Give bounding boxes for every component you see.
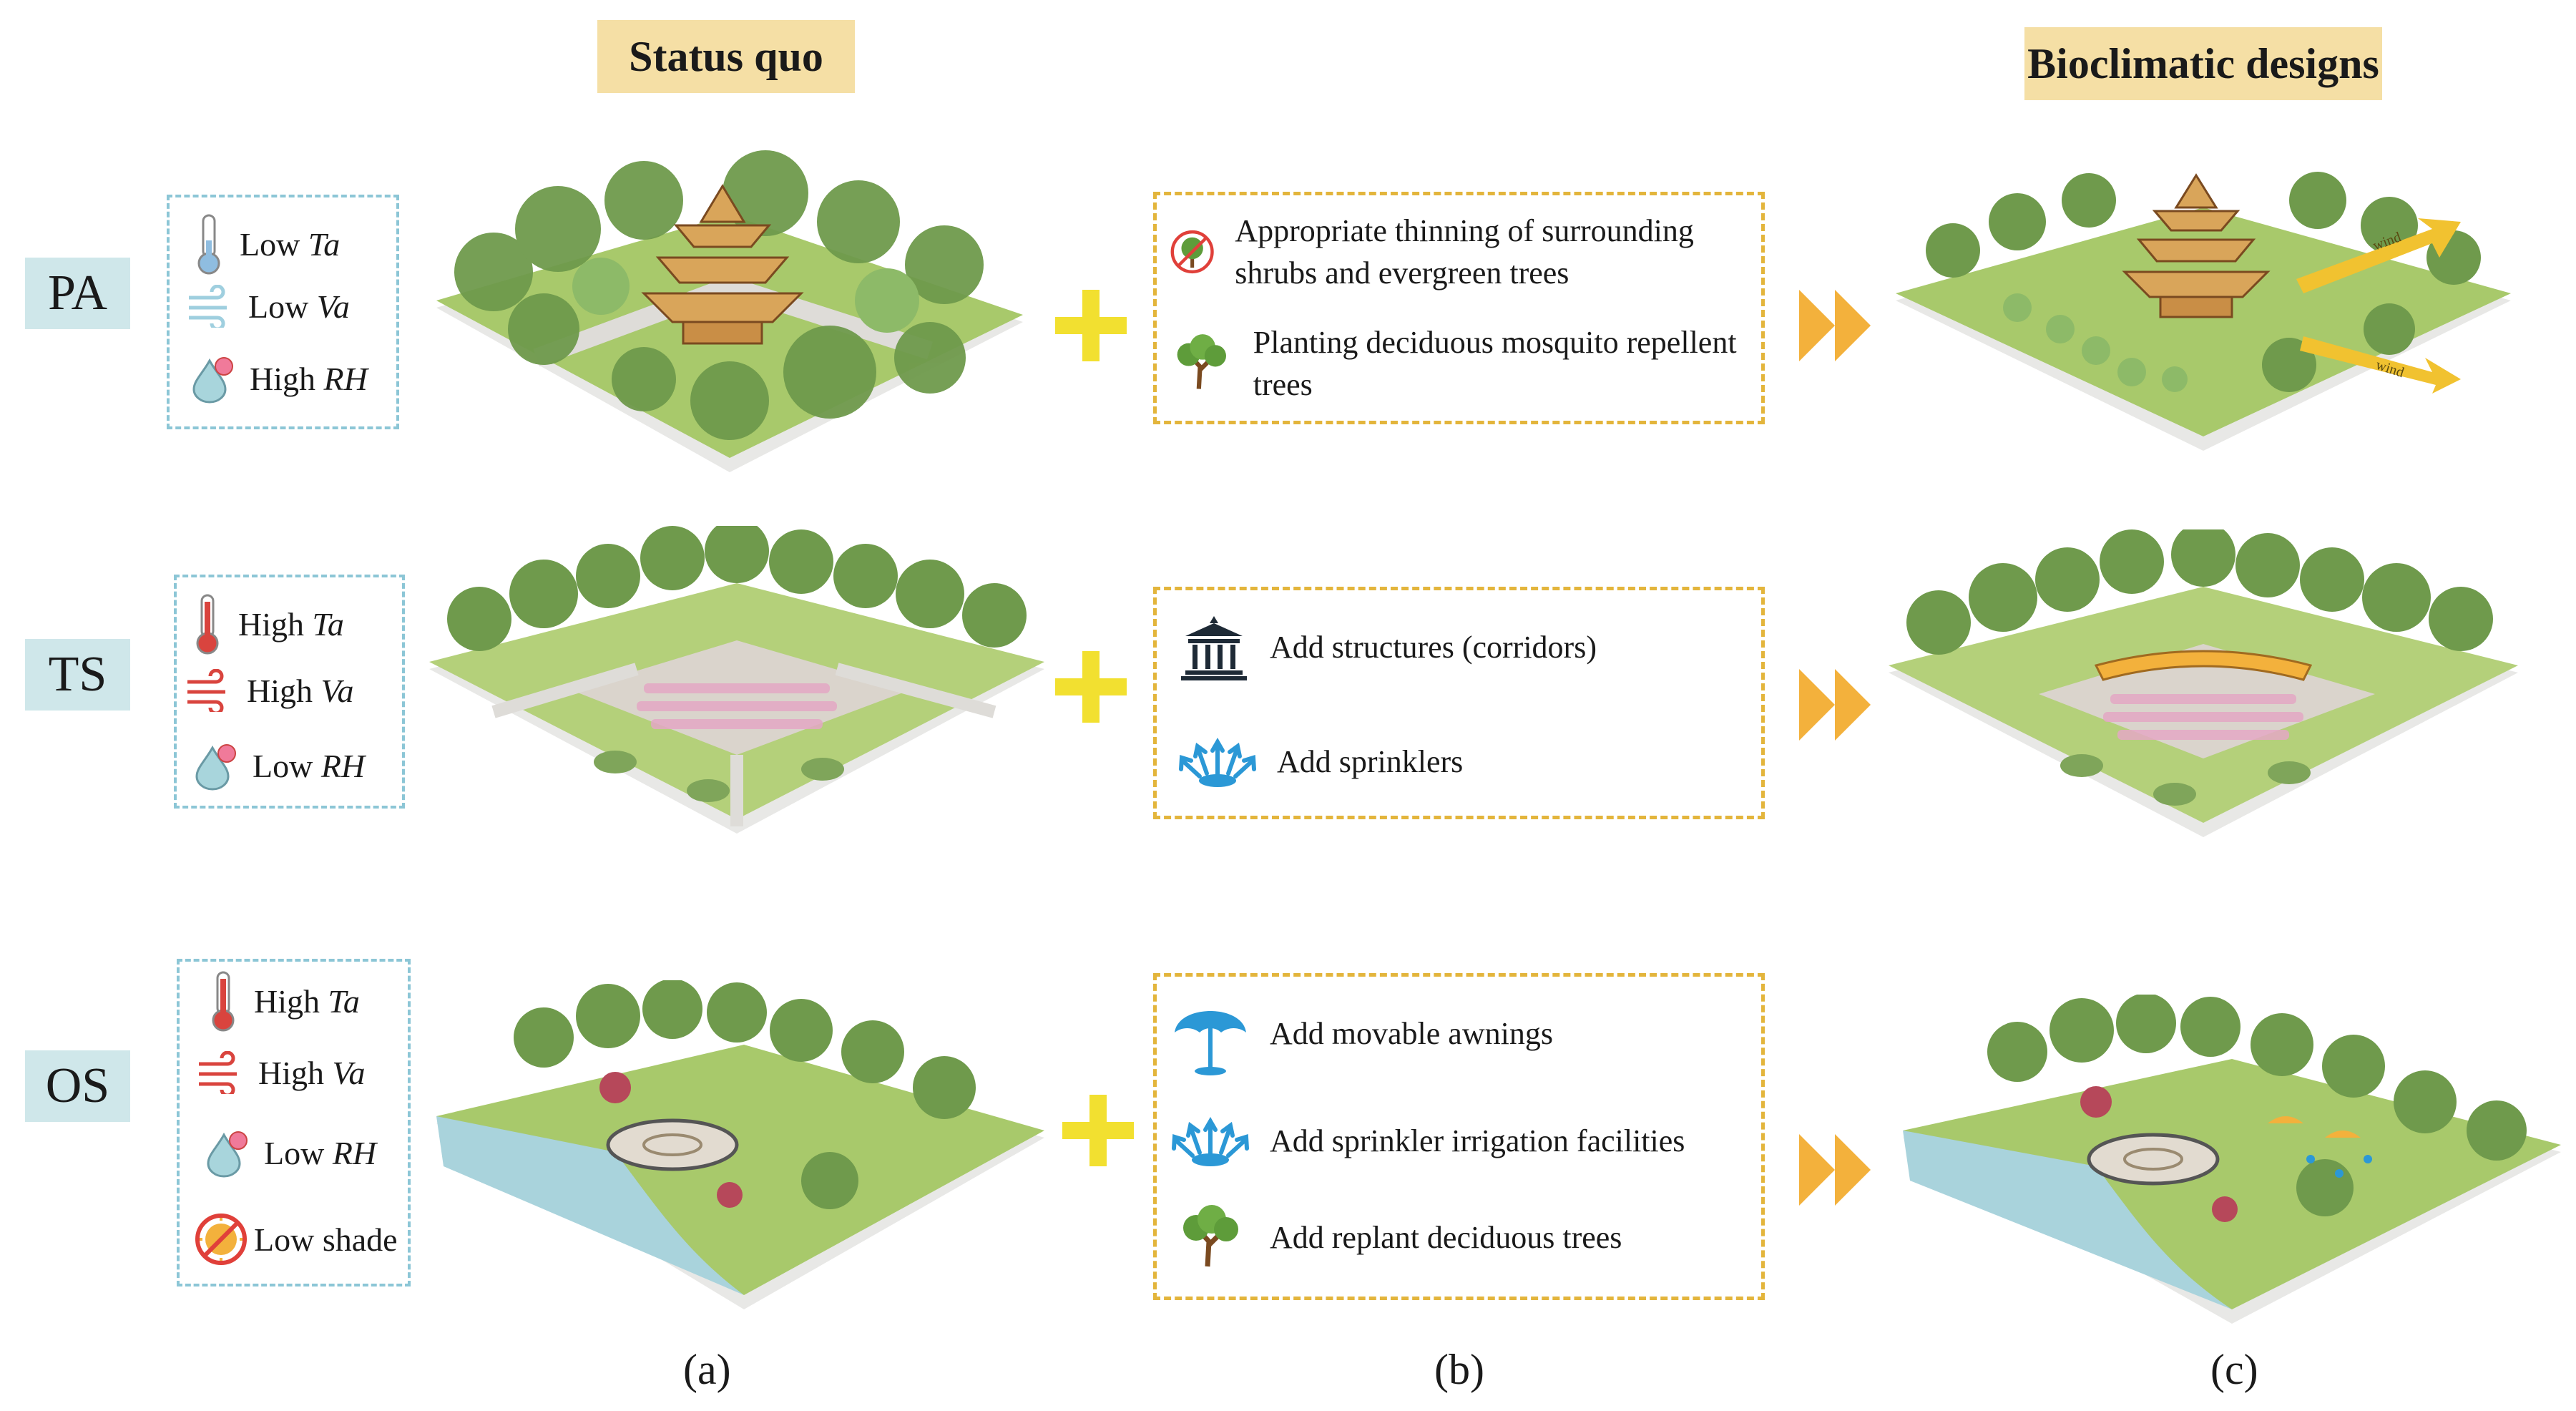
conditions-box-pa: Low Ta Low Va High RH xyxy=(167,195,399,429)
condition-high-ta: High Ta xyxy=(190,592,344,656)
pavilion-icon xyxy=(1181,616,1247,680)
measure-item: Add movable awnings xyxy=(1171,991,1743,1077)
condition-var: Va xyxy=(332,1054,366,1091)
thermometer-high-icon xyxy=(212,971,235,1032)
measure-text: Add movable awnings xyxy=(1270,1016,1553,1052)
condition-low-shade: Low shade xyxy=(194,1212,398,1266)
plus-icon xyxy=(1055,290,1127,361)
measure-item: Add structures (corridors) xyxy=(1178,612,1750,683)
condition-high-va: High Va xyxy=(195,1051,366,1094)
caption-c: (c) xyxy=(2210,1346,2258,1393)
row-tag-pa: PA xyxy=(25,258,130,329)
double-arrow-icon xyxy=(1799,290,1871,361)
measure-text: Add structures (corridors) xyxy=(1270,630,1597,665)
thermometer-high-icon xyxy=(196,594,219,655)
measures-box-ts: Add structures (corridors) Add sprinkler… xyxy=(1153,587,1765,819)
measure-item: Add sprinklers xyxy=(1178,733,1750,791)
wind-high-icon xyxy=(199,1051,237,1094)
measure-item: Appropriate thinning of surrounding shru… xyxy=(1170,210,1742,295)
conditions-box-ts: High Ta High Va Low RH xyxy=(174,575,405,809)
conditions-box-os: High Ta High Va Low RH Low shade xyxy=(177,959,411,1286)
condition-prefix: High xyxy=(254,982,320,1020)
caption-a: (a) xyxy=(683,1346,731,1393)
measure-item: Add sprinkler irrigation facilities xyxy=(1171,1113,1743,1170)
condition-high-rh: High RH xyxy=(190,353,368,404)
double-arrow-icon xyxy=(1799,669,1871,741)
wind-label: wind xyxy=(2374,357,2406,381)
condition-low-rh: Low RH xyxy=(204,1128,376,1178)
condition-prefix: High xyxy=(247,672,313,709)
condition-var: RH xyxy=(323,360,368,397)
measure-item: Add replant deciduous trees xyxy=(1171,1202,1743,1274)
sprinkler-icon xyxy=(1172,1117,1249,1166)
scene-pa-status-quo xyxy=(429,143,1030,479)
condition-low-va: Low Va xyxy=(185,285,350,328)
condition-var: Va xyxy=(316,288,350,325)
plus-icon xyxy=(1055,651,1127,723)
condition-prefix: High xyxy=(250,360,315,397)
deciduous-tree-icon xyxy=(1183,1205,1238,1267)
header-status-quo: Status quo xyxy=(597,20,855,93)
condition-prefix: High xyxy=(238,605,304,643)
caption-b: (b) xyxy=(1434,1346,1484,1393)
condition-prefix: Low xyxy=(264,1134,325,1171)
wind-high-icon xyxy=(187,669,225,712)
measure-item: Planting deciduous mosquito repellent tr… xyxy=(1170,321,1742,406)
scene-pa-design: wind wind xyxy=(1889,143,2518,458)
no-tree-icon xyxy=(1170,230,1214,274)
awning xyxy=(2268,1116,2361,1138)
scene-ts-design xyxy=(1881,529,2525,844)
condition-low-ta: Low Ta xyxy=(191,212,340,276)
condition-low-rh: Low RH xyxy=(192,741,365,791)
measure-text: Add sprinklers xyxy=(1277,744,1464,780)
condition-prefix: Low xyxy=(248,288,309,325)
humidity-high-icon xyxy=(192,357,233,404)
condition-prefix: High xyxy=(258,1054,324,1091)
measures-box-os: Add movable awnings Add sprinkler irriga… xyxy=(1153,973,1765,1300)
scene-ts-status-quo xyxy=(422,526,1052,841)
condition-prefix: Low shade xyxy=(254,1221,398,1258)
humidity-low-icon xyxy=(207,1131,248,1178)
plus-icon xyxy=(1062,1095,1134,1166)
condition-prefix: Low xyxy=(240,225,300,263)
row-tag-os: OS xyxy=(25,1050,130,1122)
row-tag-ts: TS xyxy=(25,639,130,711)
wind-low-icon xyxy=(189,285,227,328)
thermometer-low-icon xyxy=(197,214,220,275)
measure-text: Add sprinkler irrigation facilities xyxy=(1270,1123,1685,1159)
scene-os-design xyxy=(1896,995,2568,1331)
condition-var: Va xyxy=(320,672,354,709)
pagoda xyxy=(641,184,804,345)
condition-high-va: High Va xyxy=(184,669,354,712)
condition-high-ta: High Ta xyxy=(205,969,360,1033)
measure-text: Appropriate thinning of surrounding shru… xyxy=(1235,213,1694,291)
umbrella-icon xyxy=(1175,1011,1246,1075)
measures-box-pa: Appropriate thinning of surrounding shru… xyxy=(1153,192,1765,424)
measure-text: Add replant deciduous trees xyxy=(1270,1220,1622,1256)
scene-os-status-quo xyxy=(429,980,1052,1317)
humidity-low-icon xyxy=(195,744,236,791)
condition-var: RH xyxy=(332,1134,377,1171)
sprinkler-icon xyxy=(1179,738,1256,787)
condition-var: Ta xyxy=(308,225,341,263)
corridor-structure xyxy=(2094,650,2313,681)
condition-prefix: Low xyxy=(253,747,313,784)
condition-var: Ta xyxy=(328,982,360,1020)
deciduous-tree-icon xyxy=(1177,334,1226,390)
no-shade-icon xyxy=(195,1214,247,1265)
measure-text: Planting deciduous mosquito repellent tr… xyxy=(1253,325,1737,403)
header-bioclimatic-designs: Bioclimatic designs xyxy=(2024,27,2382,100)
condition-var: Ta xyxy=(312,605,344,643)
double-arrow-icon xyxy=(1799,1134,1871,1206)
condition-var: RH xyxy=(320,747,366,784)
